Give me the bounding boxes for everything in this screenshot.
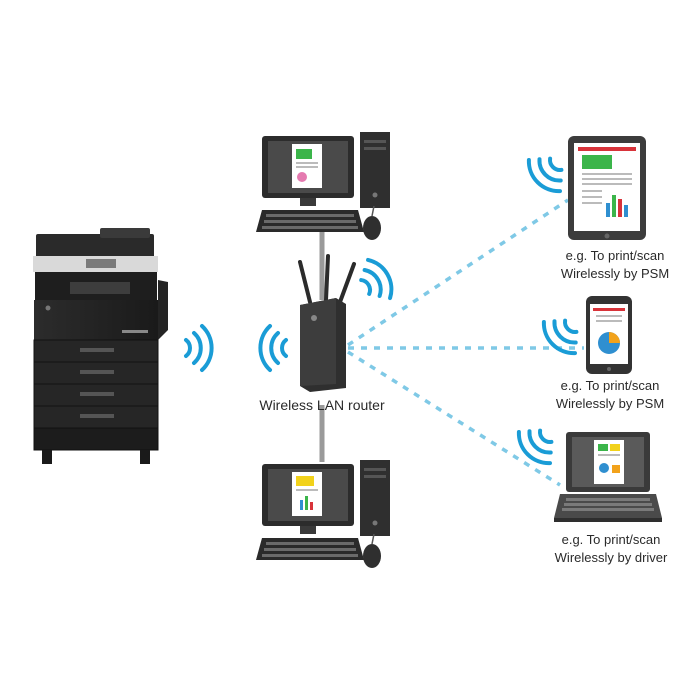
smartphone-caption-line1: e.g. To print/scan <box>560 378 660 393</box>
laptop-caption-line1: e.g. To print/scan <box>561 532 661 547</box>
tablet-device <box>568 136 646 240</box>
tablet-caption-line1: e.g. To print/scan <box>565 248 665 263</box>
laptop-device <box>554 432 662 522</box>
wifi-icon <box>516 428 554 466</box>
desktop-computer-top <box>256 132 390 240</box>
smartphone-device <box>586 296 632 374</box>
router-label: Wireless LAN router <box>259 397 385 413</box>
wifi-icon <box>526 156 564 194</box>
multifunction-printer <box>33 228 168 464</box>
smartphone-caption-line2: Wirelessly by PSM <box>555 396 665 411</box>
dashed-link-laptop <box>347 350 561 487</box>
laptop-caption-line2: Wirelessly by driver <box>554 550 668 565</box>
desktop-computer-bottom <box>256 460 390 568</box>
wireless-router <box>298 254 356 392</box>
dashed-link-tablet <box>347 198 569 347</box>
wifi-icon <box>359 257 394 301</box>
wifi-icon <box>184 324 214 372</box>
wifi-icon <box>541 318 579 356</box>
wifi-icon <box>258 324 288 372</box>
tablet-caption-line2: Wirelessly by PSM <box>560 266 670 281</box>
